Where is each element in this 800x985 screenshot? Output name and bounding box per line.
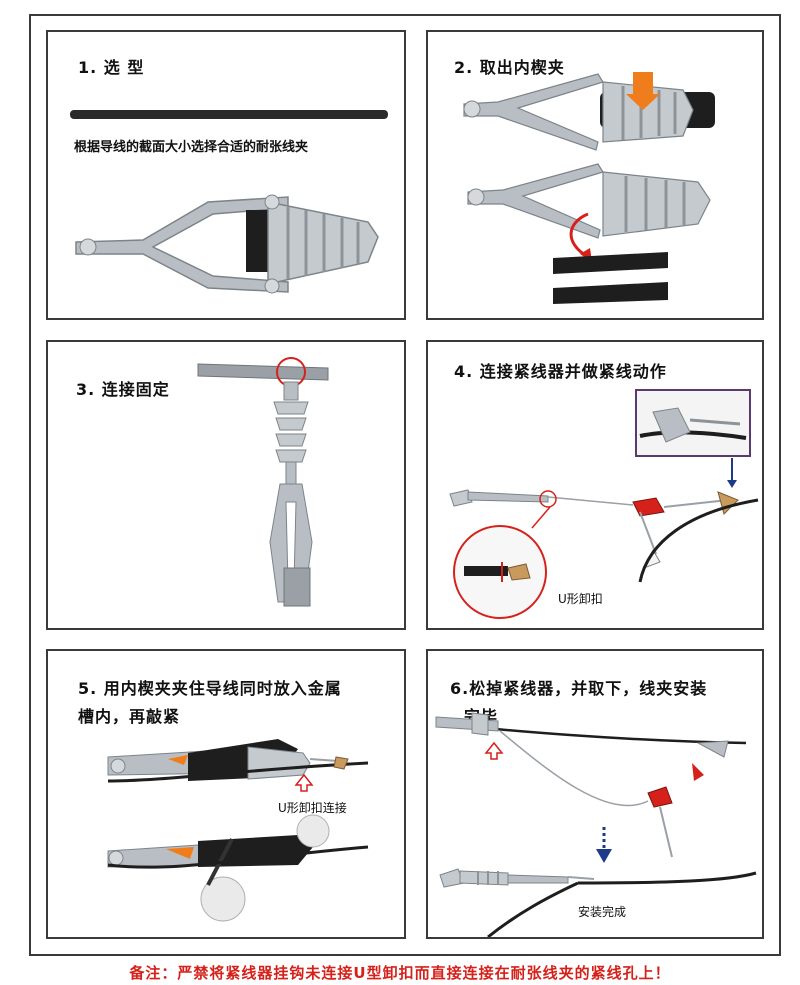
wedge-piece-top-icon [553,252,668,274]
step-3-panel: 3. 连接固定 [46,340,406,630]
step-4-panel: 4. 连接紧线器并做紧线动作 U形卸扣 [426,340,764,630]
wedge-piece-bottom-icon [553,282,668,304]
step-1-panel: 1. 选 型 根据导线的截面大小选择合适的耐张线夹 [46,30,406,320]
conductor-cable [70,110,388,119]
step-2-illustration [463,72,715,304]
red-up-arrow-icon [294,773,314,792]
clamp-empty-icon [467,163,711,239]
step-6-panel: 6.松掉紧线器，并取下，线夹安装 完毕 安装完成 [426,649,764,939]
installed-clamp-icon [439,868,595,888]
conductor-cable [638,498,759,583]
step-2-panel: 2. 取出内楔夹 [426,30,764,320]
u-shackle-connection-label: U形卸扣连接 [278,801,347,815]
step-2-title: 2. 取出内楔夹 [454,58,565,77]
strain-clamp-icon [75,194,379,294]
clamp-with-wedge-icon [463,73,715,151]
pole-bracket-icon [197,363,329,381]
step-1-title: 1. 选 型 [78,58,145,77]
red-curved-arrow-icon [569,212,589,259]
step-3-title: 3. 连接固定 [76,380,170,399]
clamp-hammer-icon [107,814,330,922]
step-6-illustration [435,712,757,937]
warning-note: 备注：严禁将紧线器挂钩未连接U型卸扣而直接连接在耐张线夹的紧线孔上！ [129,964,671,982]
red-up-arrow-icon [484,741,504,760]
installation-complete-label: 安装完成 [578,905,627,919]
step-4-illustration [449,389,759,619]
step-5-illustration [107,739,369,922]
step-1-illustration [70,110,388,294]
suspended-clamp-icon [269,381,313,607]
step-5-title-line1: 5. 用内楔夹夹住导线同时放入金属 [78,679,342,698]
down-arrow-icon [596,827,612,863]
step-4-title: 4. 连接紧线器并做紧线动作 [454,362,667,381]
u-shackle-label: U形卸扣 [558,592,603,606]
conductor-cable [107,761,369,783]
orange-down-arrow-icon [626,72,660,110]
step-1-description: 根据导线的截面大小选择合适的耐张线夹 [74,140,309,155]
step-3-illustration [197,357,329,607]
u-shackle-zoom-icon [453,525,547,619]
conductor-cable-installed [487,871,757,937]
step-5-panel: 5. 用内楔夹夹住导线同时放入金属 槽内，再敲紧 U形卸扣连接 [46,649,406,939]
step-5-title-line2: 槽内，再敲紧 [78,707,181,726]
step-6-title-line1: 6.松掉紧线器，并取下，线夹安装 [450,679,708,698]
outer-frame [29,14,781,956]
red-highlight-circle [539,490,557,508]
